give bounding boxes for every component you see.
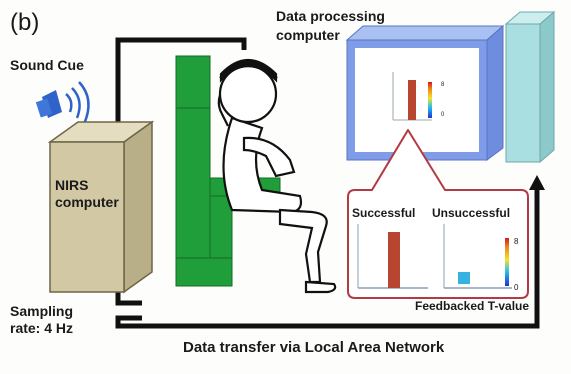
scale-max-label: 8 [514, 237, 519, 246]
network-cable [115, 37, 540, 329]
chair [175, 55, 281, 287]
unsuccessful-label: Unsuccessful [432, 206, 510, 220]
monitor-screen [355, 48, 479, 152]
nirs-computer-label-line2: computer [55, 194, 119, 210]
successful-bar [388, 232, 400, 288]
nirs-computer-label-line1: NIRS [55, 177, 88, 193]
nirs-computer [47, 120, 155, 294]
panel-label: (b) [10, 9, 39, 36]
successful-plot [357, 224, 428, 289]
sound-cue-label: Sound Cue [10, 57, 84, 73]
feedback-caption: Feedbacked T-value [415, 299, 529, 313]
monitor-scale-min: 0 [441, 112, 445, 118]
computer-tower [504, 10, 556, 164]
monitor-scale-max: 8 [441, 82, 445, 88]
data-processing-label-line2: computer [276, 27, 340, 43]
seated-person [217, 59, 337, 294]
unsuccessful-bar [458, 272, 470, 284]
sampling-rate-label-line2: rate: 4 Hz [10, 320, 73, 336]
successful-label: Successful [352, 206, 415, 220]
sampling-rate-label-line1: Sampling [10, 303, 73, 319]
t-value-color-scale [505, 238, 509, 286]
monitor-bar [408, 80, 416, 120]
unsuccessful-plot: 8 0 [443, 224, 519, 292]
speaker-icon [35, 81, 90, 125]
data-processing-label-line1: Data processing [276, 8, 385, 24]
scale-min-label: 0 [514, 283, 519, 292]
cable-arrowhead-icon [529, 175, 545, 190]
monitor-color-scale [428, 82, 432, 118]
network-label: Data transfer via Local Area Network [183, 339, 445, 356]
monitor: 8 0 [345, 24, 505, 161]
